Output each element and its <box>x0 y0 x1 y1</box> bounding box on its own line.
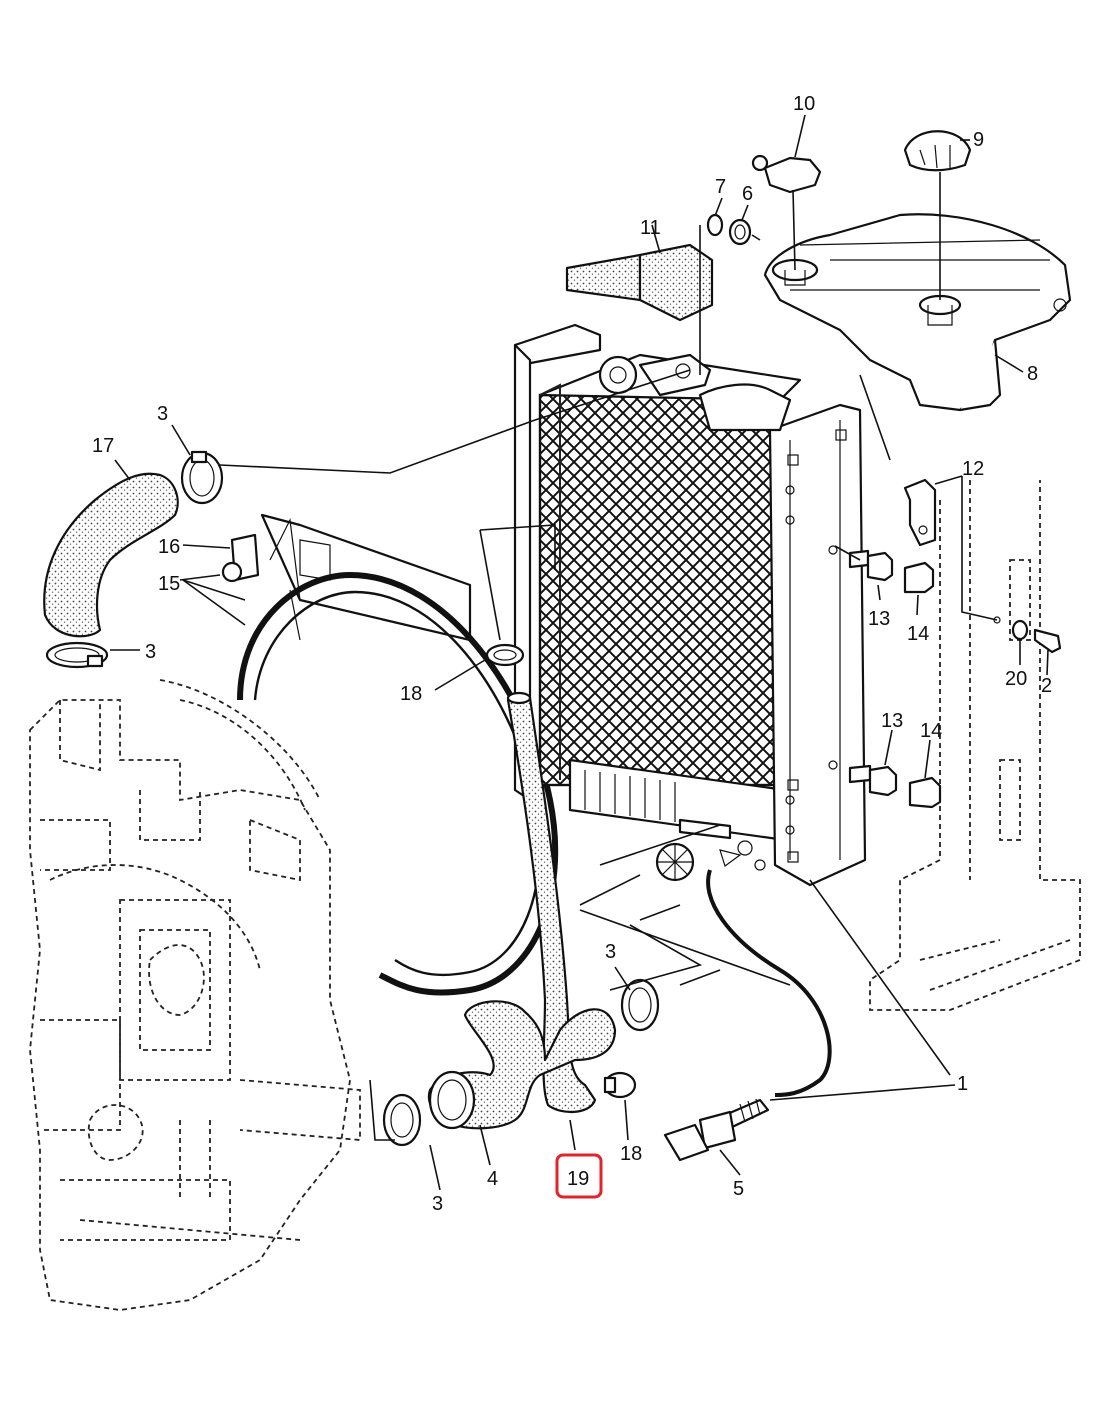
callout-labels: 1 2 3 3 3 3 4 5 6 7 8 9 10 11 12 13 13 1… <box>92 93 1052 1215</box>
bracket-part-12 <box>903 478 937 547</box>
callout-20: 20 <box>1005 668 1027 690</box>
sender-unit-part-5 <box>663 869 832 1162</box>
callout-14-upper: 14 <box>907 623 929 645</box>
leader-lines <box>110 114 1049 1191</box>
hose-clamp-part-18-lower <box>603 1071 637 1099</box>
engine-block-outline <box>29 679 361 1311</box>
chassis-frame-outline <box>869 480 1081 1011</box>
callout-10: 10 <box>793 93 815 115</box>
callout-19-highlight-box <box>555 1153 603 1199</box>
callout-5: 5 <box>733 1178 744 1200</box>
callout-16: 16 <box>158 536 180 558</box>
callout-18-upper: 18 <box>400 683 422 705</box>
callout-11: 11 <box>640 217 661 239</box>
callout-7: 7 <box>715 176 726 198</box>
radiator-cap-part-10 <box>751 154 822 194</box>
callout-9: 9 <box>973 129 984 151</box>
callout-18-lower: 18 <box>620 1143 642 1165</box>
callout-3-lower-left: 3 <box>145 641 156 663</box>
callout-4: 4 <box>487 1168 498 1190</box>
callout-6: 6 <box>742 183 753 205</box>
upper-hose-part-17 <box>43 472 179 638</box>
hose-clamp-upper <box>180 450 224 505</box>
bolt-washer-parts-2-20 <box>993 616 1062 654</box>
callout-12: 12 <box>962 458 984 480</box>
callout-2: 2 <box>1041 675 1052 697</box>
callout-13-lower: 13 <box>881 710 903 732</box>
hose-clamp-lower-left <box>45 641 109 669</box>
tank-cap-part-9 <box>903 130 972 172</box>
callout-13-upper: 13 <box>868 608 890 630</box>
lower-hose-part-4 <box>427 1000 617 1130</box>
callout-3-bottom: 3 <box>432 1193 443 1215</box>
overflow-hose-part-19 <box>506 691 597 1113</box>
callout-17: 17 <box>92 435 114 457</box>
hose-clamp-part-18-upper <box>485 643 525 667</box>
hose-clamp-lower-right <box>620 978 660 1032</box>
callout-3-lower-right: 3 <box>605 941 616 963</box>
callout-3-upper: 3 <box>157 403 168 425</box>
fan-shroud-clip-part-16 <box>221 533 260 583</box>
callout-8: 8 <box>1027 363 1038 385</box>
foam-pad-part-11 <box>565 243 714 322</box>
callout-15: 15 <box>158 573 180 595</box>
callout-1: 1 <box>957 1073 968 1095</box>
callout-14-lower: 14 <box>920 720 942 742</box>
hose-clamp-lower-left-4 <box>382 1093 422 1147</box>
mount-bushing-lower <box>828 760 942 809</box>
washer-parts-6-7 <box>706 213 752 246</box>
fan-shroud <box>237 513 559 996</box>
callout-19: 19 <box>567 1168 589 1190</box>
expansion-tank-part-8 <box>763 213 1072 412</box>
